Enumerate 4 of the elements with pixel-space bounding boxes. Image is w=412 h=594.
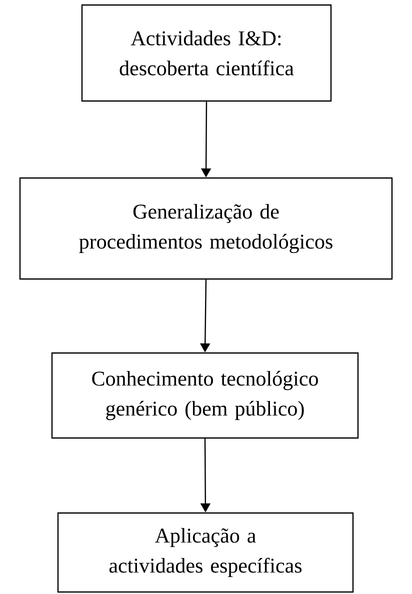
process-box: Conhecimento tecnológico genérico (bem público) [51,352,359,439]
process-box: Aplicação a actividades específicas [57,512,354,593]
process-box: Generalização de procedimentos metodológicos [19,177,393,280]
process-box: Actividades I&D: descoberta científica [81,4,332,102]
